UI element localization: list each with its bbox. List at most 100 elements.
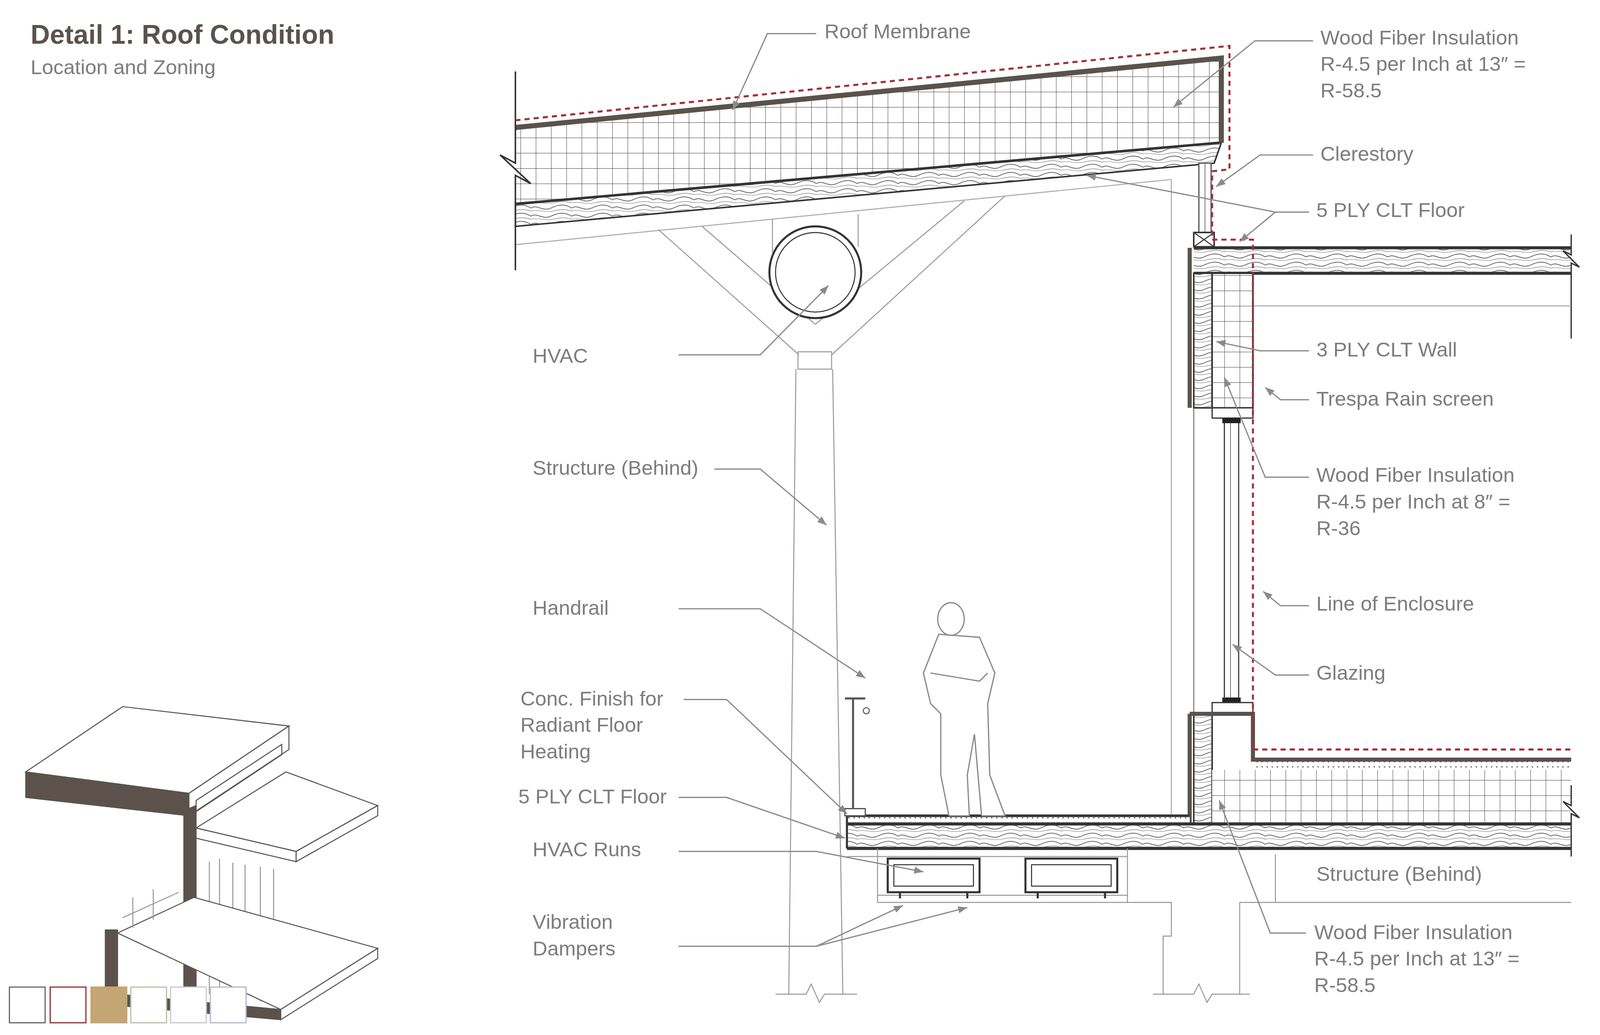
callout-label: Structure (Behind) (532, 455, 699, 482)
timber-structure-part (832, 369, 843, 995)
axonometric-key (25, 707, 378, 1021)
roof-assembly-part (515, 142, 1220, 205)
leader-lines-part (1173, 40, 1313, 108)
leader-lines-part (678, 609, 866, 679)
timber-structure-part (1127, 848, 1172, 995)
leader-lines-part (1086, 175, 1310, 213)
timber-structure-part (847, 856, 1128, 858)
glazing-part (1237, 423, 1240, 698)
lower-floor-part (1193, 714, 1213, 825)
upper-floor-part (1193, 247, 1572, 274)
color-swatches-part (210, 987, 247, 1024)
leader-lines-part (678, 851, 924, 873)
leader-lines-part (1216, 155, 1314, 187)
timber-structure-part (1239, 902, 1572, 903)
lower-floor-part (1212, 770, 1572, 825)
callout-label: Trespa Rain screen (1316, 385, 1494, 413)
human-figure-part (937, 602, 965, 636)
callout-label: Clerestory (1320, 140, 1414, 168)
axonometric-key-part (25, 772, 190, 816)
timber-structure-part (788, 369, 796, 995)
timber-structure-part (797, 352, 832, 370)
handrail-part (863, 707, 870, 715)
leader-lines (678, 33, 1314, 947)
human-figure-part (923, 634, 1005, 817)
roof-assembly-part (1170, 179, 1172, 822)
lower-floor-part (847, 815, 1190, 818)
axonometric-key-part (280, 948, 378, 1020)
glazing-part (1230, 423, 1231, 698)
color-swatches (9, 987, 247, 1024)
roof-assembly-part (515, 58, 1222, 143)
hvac-runs (887, 858, 1118, 899)
hvac-runs-part (1025, 858, 1118, 893)
glazing (1193, 407, 1253, 714)
upper-floor-part (1212, 273, 1253, 408)
leader-lines-part (732, 33, 817, 111)
leader-lines-part (816, 907, 968, 947)
timber-structure (658, 195, 1572, 1003)
callout-label: Wood Fiber Insulation R-4.5 per Inch at … (1316, 462, 1533, 542)
lower-floor-part (1189, 714, 1572, 760)
hvac-duct-part (775, 232, 855, 313)
timber-structure-part (857, 214, 859, 247)
callout-label: Glazing (1316, 660, 1386, 687)
leader-lines-part (1263, 591, 1310, 606)
leader-lines-part (1239, 212, 1276, 242)
upper-floor-part (1187, 247, 1192, 408)
leader-lines-part (678, 797, 845, 839)
leader-lines-part (714, 469, 827, 526)
handrail-part (845, 697, 866, 700)
upper-floor-part (1562, 234, 1580, 339)
lower-floor-part (1187, 714, 1192, 825)
hvac-duct (769, 226, 862, 319)
callout-label: 5 PLY CLT Floor (1316, 197, 1465, 224)
timber-structure-part (1152, 984, 1250, 1003)
hvac-runs-part (1031, 865, 1112, 887)
upper-floor (1189, 234, 1580, 408)
handrail-part (852, 698, 855, 811)
color-swatches-part (9, 987, 46, 1024)
leader-lines-part (683, 700, 848, 815)
upper-floor-part (1252, 305, 1572, 307)
color-swatches-part (170, 987, 207, 1024)
callout-label: HVAC (532, 342, 588, 370)
handrail (845, 698, 870, 817)
timber-structure-part (775, 984, 858, 1003)
upper-floor-part (1193, 246, 1572, 250)
glazing-part (1212, 407, 1253, 418)
color-swatches-part (50, 987, 87, 1024)
timber-structure-part (877, 848, 878, 903)
lower-floor-part (847, 822, 1572, 826)
leader-lines-part (678, 905, 904, 947)
callout-label: Handrail (532, 595, 609, 622)
callout-label: Conc. Finish for Radiant Floor Heating (520, 685, 694, 766)
timber-structure-part (877, 895, 1128, 896)
human-figure-part (930, 673, 988, 682)
upper-floor-part (1193, 273, 1213, 408)
leader-lines-part (1216, 341, 1310, 351)
axonometric-key-part (196, 828, 297, 863)
callout-label: Roof Membrane (824, 18, 971, 45)
leader-lines-part (1219, 800, 1306, 934)
glazing-part (1222, 418, 1241, 424)
timber-structure-part (1239, 902, 1240, 995)
callout-label: Vibration Dampers (532, 909, 645, 963)
color-swatches-part (130, 987, 167, 1024)
callout-label: 5 PLY CLT Floor (518, 783, 667, 811)
subtitle: Location and Zoning (30, 54, 216, 81)
lower-floor-part (847, 824, 1572, 849)
leader-lines-part (1224, 377, 1309, 478)
diagram-title: Detail 1: Roof Condition (30, 17, 335, 53)
glazing-part (1223, 423, 1225, 698)
lower-floor-part (847, 847, 1572, 850)
leader-lines-part (1265, 387, 1309, 400)
hvac-runs-part (887, 858, 980, 893)
callout-label: HVAC Runs (532, 836, 642, 864)
timber-structure-part (1275, 855, 1276, 903)
timber-structure-part (877, 902, 1128, 903)
lower-floor-part (845, 816, 848, 849)
human-figure (923, 602, 1005, 817)
glazing-part (1193, 407, 1195, 714)
enclosure-line (515, 45, 1572, 750)
